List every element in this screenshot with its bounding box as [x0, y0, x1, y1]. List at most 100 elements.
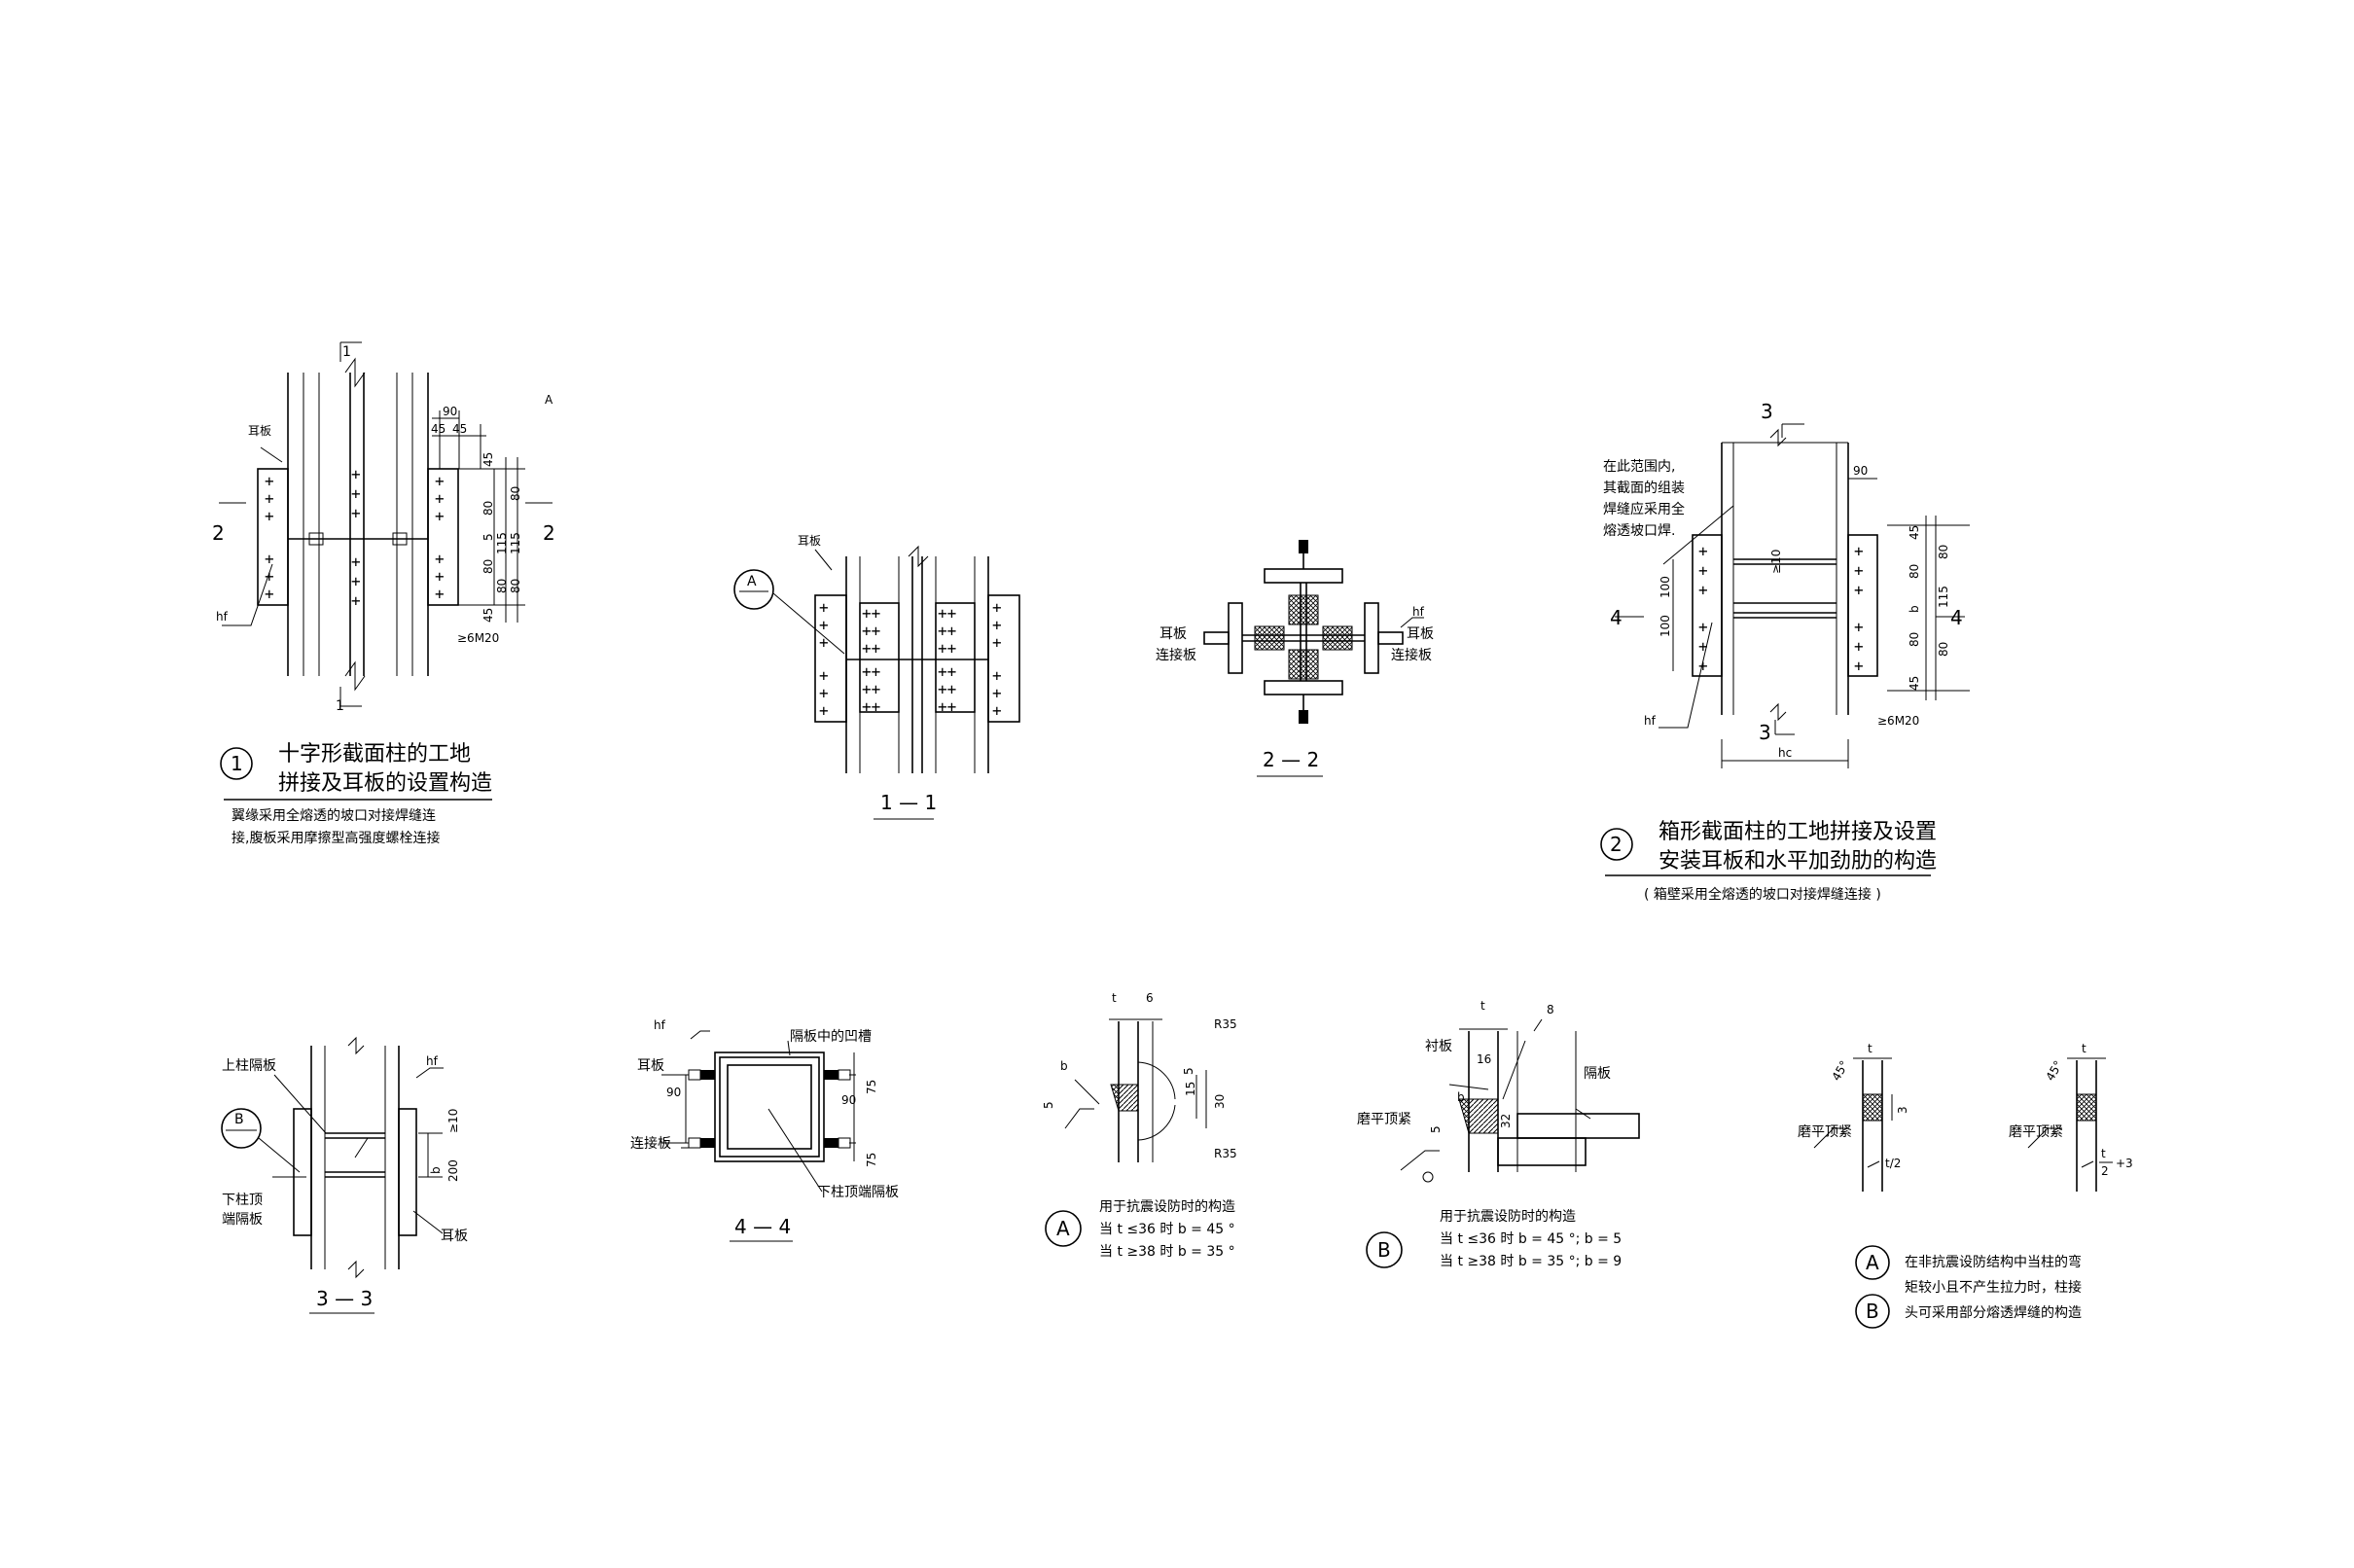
dAB-right-t: t: [2082, 1042, 2086, 1055]
svg-text:+: +: [819, 633, 829, 652]
detail-AB-partial-penetration: t 45° 磨平顶紧 3 t/2 t 45° 磨平顶紧 t 2 +3 A B 在…: [1798, 1042, 2133, 1329]
d33-ear-plate: 耳板: [441, 1229, 468, 1244]
dAB-left-grind: 磨平顶紧: [1798, 1124, 1852, 1140]
dB-dim-8: 8: [1547, 1003, 1554, 1016]
d2-dim-100b: 100: [1658, 615, 1672, 637]
d2-width: hc: [1778, 746, 1792, 760]
svg-text:++: ++: [938, 639, 956, 658]
dB-grind: 磨平顶紧: [1357, 1112, 1411, 1127]
svg-text:+: +: [265, 489, 274, 508]
d1-title-line1: 十字形截面柱的工地: [278, 742, 471, 766]
dA-dim-15: 15: [1184, 1082, 1197, 1096]
svg-text:++: ++: [862, 662, 880, 681]
dB-line2: 当 t ≤36 时 b = 45 °; b = 5: [1440, 1231, 1622, 1247]
dA-dim-5: 5: [1042, 1101, 1055, 1109]
d1-section-mark-right: 2: [543, 521, 555, 545]
svg-text:++: ++: [862, 622, 880, 640]
d1-dim-0: 90: [443, 405, 457, 418]
d22-ear-left: 耳板: [1159, 626, 1187, 642]
svg-text:++: ++: [938, 662, 956, 681]
d1-dim-2: 45: [452, 422, 467, 436]
d2-title-line2: 安装耳板和水平加劲肋的构造: [1658, 849, 1937, 873]
d22-weld: hf: [1412, 605, 1425, 619]
d33-dim-b: b: [429, 1166, 443, 1174]
dAB-right-grind: 磨平顶紧: [2009, 1124, 2063, 1140]
d1-number: 1: [231, 752, 243, 775]
svg-text:++: ++: [862, 680, 880, 698]
svg-text:++: ++: [862, 639, 880, 658]
d2-note: ( 箱壁采用全熔透的坡口对接焊缝连接 ): [1644, 886, 1881, 903]
d1-dim-11: 80: [495, 579, 509, 593]
svg-text:+: +: [265, 507, 274, 525]
d1-dim-5: 115: [509, 532, 522, 554]
d1-dim-10: 115: [495, 532, 509, 554]
d1-number-circle: [220, 747, 253, 780]
dA-line3: 当 t ≥38 时 b = 35 °: [1099, 1244, 1235, 1260]
dB-dim-5: 5: [1429, 1125, 1443, 1133]
d2-dim-80c: 80: [1908, 632, 1921, 647]
d2-dim-80b: 80: [1937, 545, 1950, 559]
d2-section-mark-top: 3: [1761, 400, 1773, 423]
svg-text:++: ++: [938, 697, 956, 716]
dB-line1: 用于抗震设防时的构造: [1440, 1209, 1576, 1225]
svg-text:+: +: [992, 598, 1002, 617]
svg-text:+: +: [265, 472, 274, 490]
d1-dim-7: 5: [482, 533, 495, 541]
dA-r-bottom: R35: [1214, 1147, 1237, 1160]
detail-A-weld: t 6 5 b 15 30 5 R35 R35 A 用于抗震设防时的构造 当 t…: [1042, 991, 1237, 1260]
d2-dim-80a: 80: [1908, 564, 1921, 579]
svg-text:+: +: [435, 472, 445, 490]
svg-text:+: +: [435, 567, 445, 586]
svg-text:+: +: [1854, 637, 1864, 656]
d33-lower-line1: 下柱顶: [222, 1193, 263, 1208]
d2-note-line4: 熔透坡口焊.: [1603, 523, 1675, 539]
svg-text:+: +: [351, 591, 361, 610]
d2-dim-115: 115: [1937, 586, 1950, 608]
svg-text:+: +: [351, 465, 361, 483]
svg-text:+: +: [1698, 581, 1708, 599]
d44-dim-75-bottom: 75: [865, 1153, 878, 1167]
svg-text:+: +: [1698, 637, 1708, 656]
d1-dim-8: 80: [482, 501, 495, 516]
dA-dim-30: 30: [1213, 1094, 1227, 1109]
svg-text:+: +: [1698, 657, 1708, 675]
svg-text:+: +: [265, 550, 274, 568]
d44-weld: hf: [654, 1018, 666, 1032]
svg-text:+: +: [265, 567, 274, 586]
svg-text:++: ++: [938, 622, 956, 640]
d11-title: 1 — 1: [880, 791, 937, 814]
d1-dim-6: 80: [509, 579, 522, 593]
dAB-right-angle: 45°: [2043, 1058, 2065, 1083]
dA-dim-5b: 5: [1182, 1067, 1195, 1075]
d2-bolts: ≥6M20: [1877, 714, 1919, 728]
svg-text:+: +: [351, 572, 361, 590]
d33-title: 3 — 3: [316, 1287, 373, 1310]
d2-section-mark-bottom: 3: [1759, 721, 1771, 744]
dAB-tag-b: B: [1866, 1300, 1879, 1323]
dA-line2: 当 t ≤36 时 b = 45 °: [1099, 1222, 1235, 1237]
d1-section-mark-left: 2: [212, 521, 225, 545]
dAB-left-frac: t/2: [1885, 1157, 1901, 1170]
d44-dim-75-top: 75: [865, 1080, 878, 1094]
d11-detail-tag: A: [747, 574, 757, 589]
d44-lower-diaphragm: 下柱顶端隔板: [817, 1185, 899, 1200]
dB-backing: 衬板: [1425, 1039, 1452, 1054]
dB-diaphragm: 隔板: [1584, 1066, 1611, 1082]
d1-section-mark-top: 1: [342, 344, 351, 360]
svg-text:+: +: [435, 507, 445, 525]
d33-upper-diaphragm: 上柱隔板: [222, 1058, 276, 1074]
svg-text:+: +: [992, 684, 1002, 702]
dA-dim-t: t: [1112, 991, 1117, 1005]
d33-weld: hf: [426, 1054, 439, 1068]
d44-title: 4 — 4: [734, 1215, 791, 1238]
d1-note-line1: 翼缘采用全熔透的坡口对接焊缝连: [232, 807, 436, 824]
svg-text:+: +: [992, 666, 1002, 685]
d1-dim-12: 45: [482, 608, 495, 623]
dB-dim-32: 32: [1499, 1114, 1513, 1128]
d44-ear-plate: 耳板: [637, 1058, 664, 1074]
d2-weld: hf: [1644, 714, 1657, 728]
dAB-left-angle: 45°: [1829, 1058, 1851, 1083]
d11-ear-plate-label: 耳板: [798, 534, 821, 548]
svg-text:+: +: [435, 585, 445, 603]
dA-tag: A: [1056, 1217, 1070, 1240]
